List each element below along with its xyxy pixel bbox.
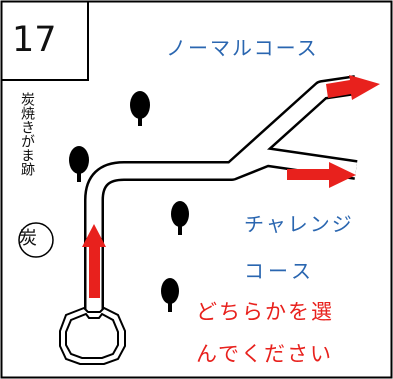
route-arrow-icon (82, 75, 380, 298)
choose-prompt-line1: どちらかを選 (196, 300, 334, 324)
challenge-course-label-line2: コース (244, 259, 315, 283)
charcoal-kiln-symbol (18, 222, 54, 258)
challenge-course-label-line1: チャレンジ (244, 212, 354, 236)
choose-prompt-line2: んでください (196, 342, 333, 366)
trail-path (84, 75, 358, 318)
charcoal-symbol-text: 炭 (19, 228, 37, 249)
kiln-ruins-label: 炭焼きがま跡 (19, 92, 35, 176)
start-marker-icon (59, 306, 126, 365)
normal-course-label: ノーマルコース (166, 36, 319, 60)
tree-icon (69, 91, 189, 312)
point-number-box (2, 2, 89, 81)
point-number: 17 (12, 20, 57, 60)
